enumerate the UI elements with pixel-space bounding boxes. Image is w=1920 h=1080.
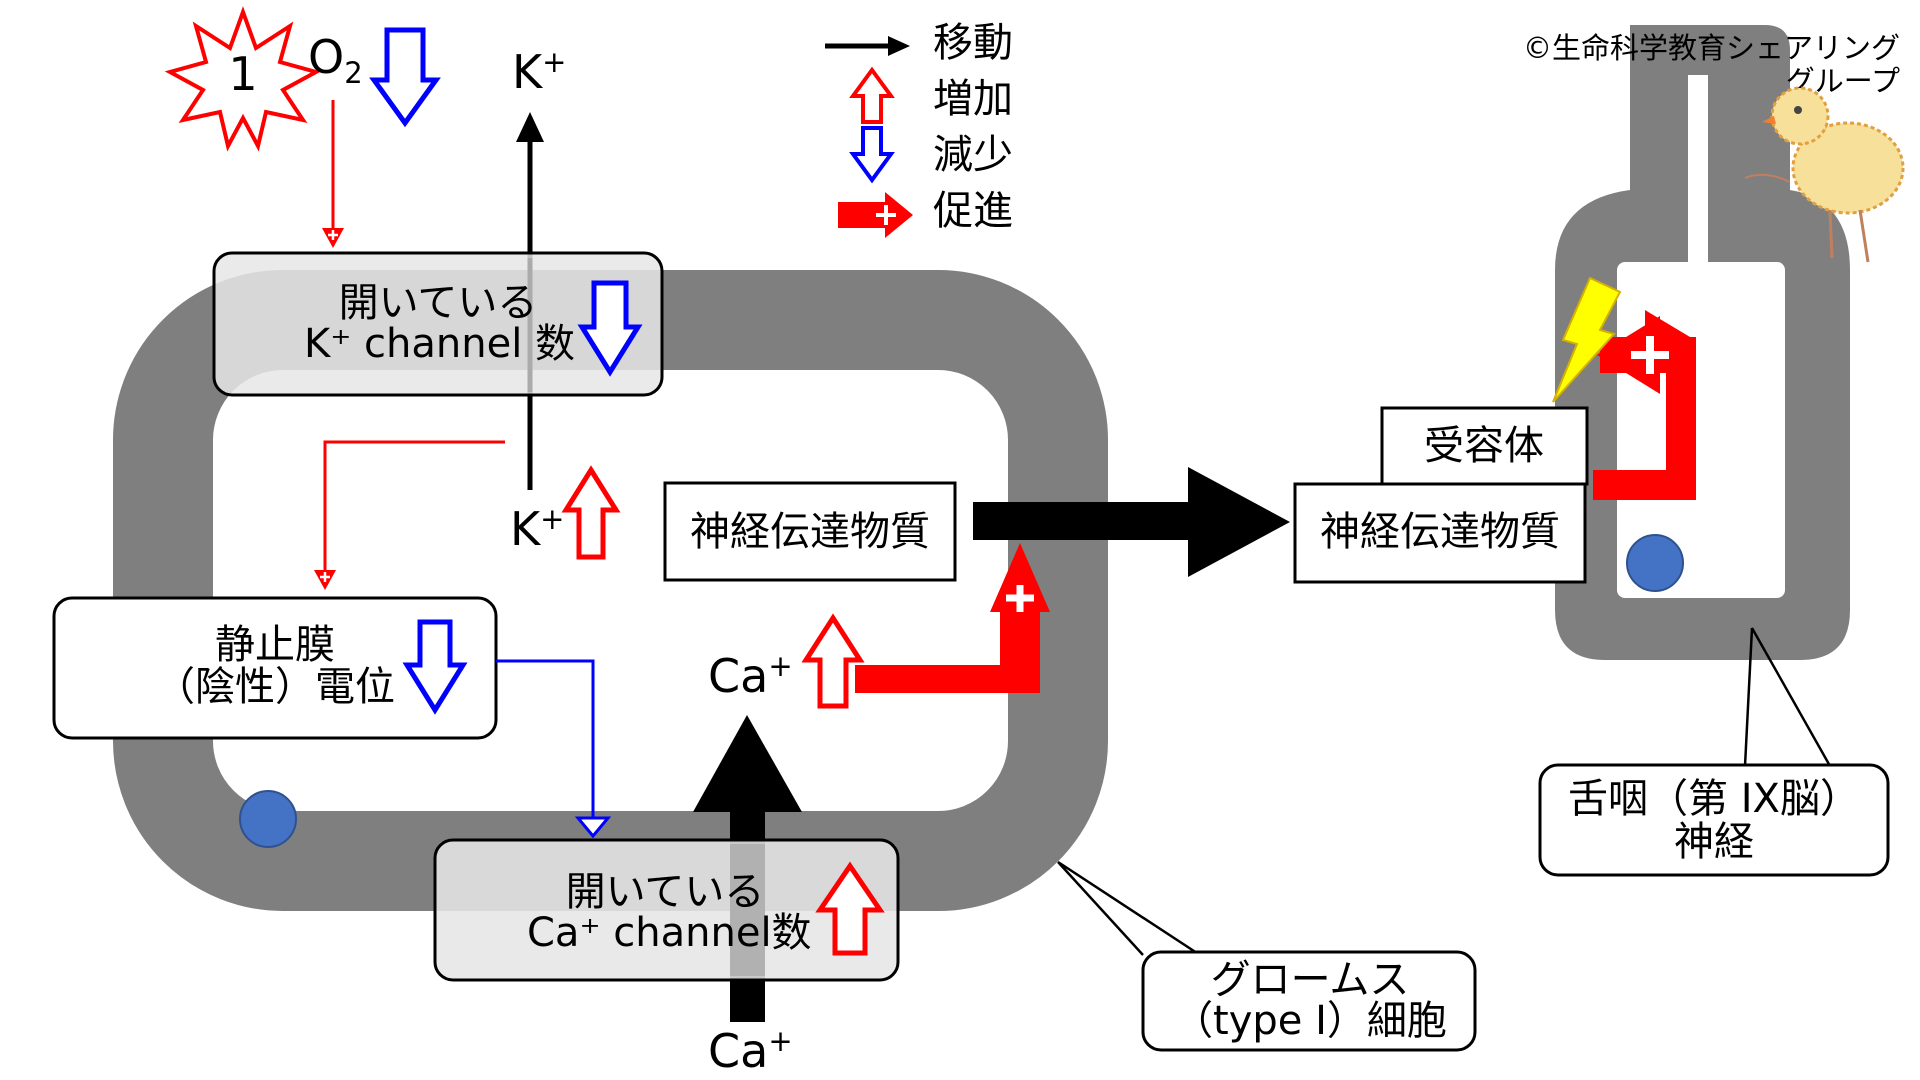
ca-channel-increase-arrow <box>815 861 885 956</box>
transmitter-release-arrow <box>973 467 1290 577</box>
legend-move-arrowhead <box>888 36 910 56</box>
receptor-label: 受容体 <box>1424 423 1544 469</box>
k-channel-label-line2: K⁺ channel 数 <box>304 321 575 367</box>
legend-increase-label: 増加 <box>933 76 1013 122</box>
legend-decrease-label: 減少 <box>933 132 1013 178</box>
nerve-callout-line2: 神経 <box>1674 819 1754 865</box>
resting-potential-label-line2: （陰性）電位 <box>155 664 395 710</box>
glomus-callout-box <box>1141 950 1477 1052</box>
nerve-axon-interior <box>1688 75 1708 275</box>
ca-channel-box <box>433 838 900 982</box>
ion-k-top: K <box>512 45 544 99</box>
svg-text:K+: K+ <box>512 45 566 99</box>
ion-ca-bottom-charge: + <box>768 1024 792 1058</box>
resting-potential-label-line1: 静止膜 <box>215 622 335 668</box>
plus-icon <box>876 205 896 225</box>
ion-ca-bottom: Ca <box>708 1024 768 1078</box>
ion-ca-inside: Ca <box>708 649 768 703</box>
ca-channel-label-line1: 開いている <box>566 869 765 915</box>
resting-potential-decrease-arrow <box>402 619 468 715</box>
glomus-callout-line2: （type Ⅰ）細胞 <box>1173 998 1447 1044</box>
legend-decrease-icon <box>849 126 895 184</box>
plus-icon <box>328 230 338 240</box>
legend-promote-icon <box>838 192 913 238</box>
transmitter-cell-box <box>663 481 957 582</box>
step-number: 1 <box>228 47 257 101</box>
glomus-cell-membrane <box>113 270 1108 911</box>
transmitter-cell-label: 神経伝達物質 <box>690 509 930 555</box>
glomus-callout-line1: グロームス <box>1211 957 1410 1003</box>
k-to-resting-potential-line <box>323 440 505 570</box>
transmitter-nerve-label: 神経伝達物質 <box>1320 509 1560 555</box>
ion-ca-inside-charge: + <box>768 649 792 683</box>
resting-potential-to-ca-channel-line <box>496 659 595 820</box>
glomus-callout-pointer <box>1057 860 1201 957</box>
legend-promote-label: 促進 <box>933 188 1013 234</box>
ion-k-inside-charge: + <box>540 502 564 536</box>
svg-text:Ca+: Ca+ <box>708 1024 793 1078</box>
plus-icon <box>1006 585 1034 612</box>
nerve-promote-arrowhead <box>1597 316 1660 394</box>
ca-channel-label-line2: Ca⁺ channel数 <box>527 910 812 956</box>
glomus-nucleus <box>239 790 297 848</box>
lightning-bolt-icon <box>1552 276 1622 403</box>
ca-inside-increase-arrow <box>801 613 865 709</box>
nerve-callout-box <box>1538 763 1890 877</box>
ca-promote-arrow <box>855 543 1050 693</box>
k-channel-decrease-arrow <box>577 280 643 377</box>
nerve-callout-pointer <box>1743 627 1832 767</box>
copyright-line1: ©生命科学教育シェアリング <box>1523 31 1900 65</box>
k-inside-increase-arrow <box>561 465 621 560</box>
legend-increase-icon <box>849 66 895 124</box>
blue-arrowhead <box>574 816 612 839</box>
receptor-box <box>1380 406 1589 486</box>
ion-k-inside: K <box>510 502 542 556</box>
ca-influx-arrowhead <box>693 715 802 812</box>
k-channel-box <box>212 251 664 397</box>
nerve-nucleus <box>1626 534 1684 592</box>
oxygen-subscript: 2 <box>344 56 362 90</box>
ion-k-top-charge: + <box>542 45 566 79</box>
plus-icon <box>1631 336 1669 374</box>
nerve-callout-line1: 舌咽（第 IX脳） <box>1568 776 1860 822</box>
svg-text:K+: K+ <box>510 502 564 556</box>
resting-potential-box <box>52 596 498 740</box>
oxygen-decrease-arrow <box>369 27 441 128</box>
oxygen-symbol: O <box>308 30 344 84</box>
chick-drawing-icon <box>1744 86 1905 263</box>
svg-text:Ca+: Ca+ <box>708 649 793 703</box>
legend-move-label: 移動 <box>933 20 1013 66</box>
ca-influx-shaft-overlay <box>730 844 765 976</box>
plus-icon <box>320 572 330 582</box>
k-channel-label-line1: 開いている <box>339 280 538 326</box>
k-efflux-arrowhead <box>516 112 544 142</box>
star-burst-icon <box>164 6 322 152</box>
transmitter-nerve-box <box>1293 482 1587 584</box>
svg-text:O2: O2 <box>308 30 363 90</box>
